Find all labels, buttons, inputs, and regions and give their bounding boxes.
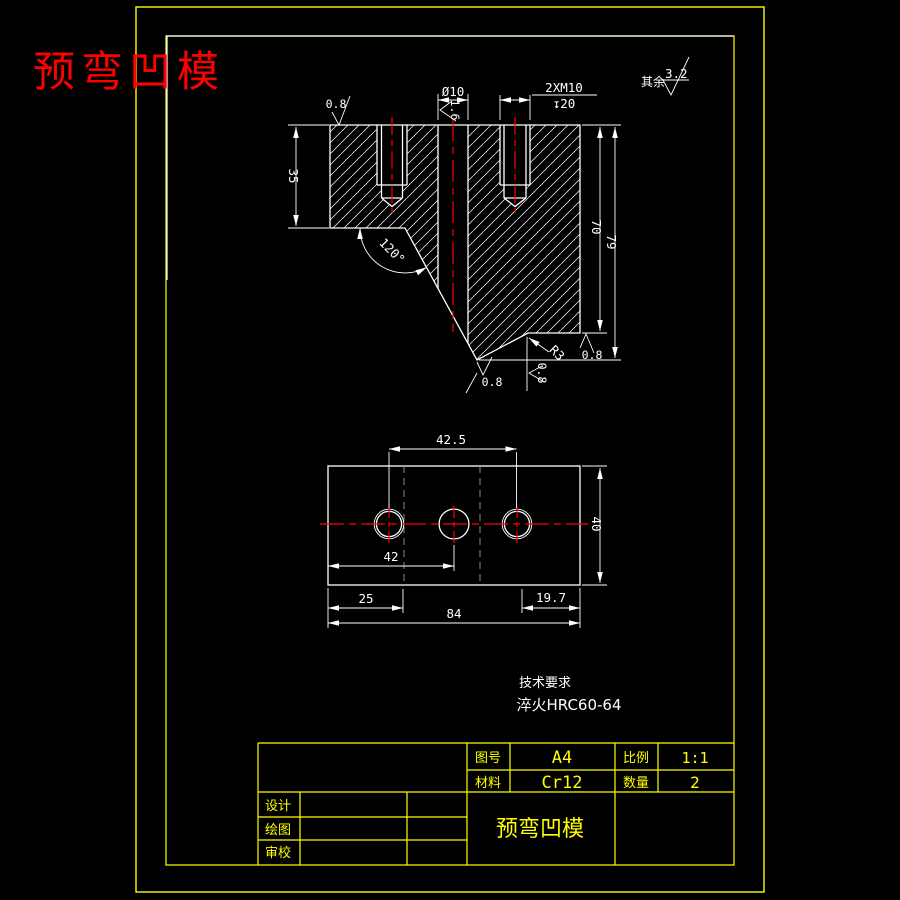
roughness-flank-icon bbox=[526, 337, 545, 391]
section-outline bbox=[329, 124, 581, 361]
roughness-tip-text: 0.8 bbox=[482, 375, 503, 389]
thread-depth-text: ↧20 bbox=[553, 96, 576, 111]
roughness-step-icon bbox=[579, 332, 595, 354]
dim-thread: 2XM10 ↧20 bbox=[499, 80, 597, 120]
label-designed: 设计 bbox=[265, 799, 291, 814]
section-hatch bbox=[330, 125, 580, 360]
tech-requirements: 技术要求 淬火HRC60-64 bbox=[516, 676, 621, 714]
thread-callout-text: 2XM10 bbox=[545, 80, 583, 95]
dim-25-197-84: 25 19.7 84 bbox=[327, 588, 581, 628]
label-drawing-no: 图号 bbox=[475, 751, 501, 766]
dim-bore: Ø10 1.6 bbox=[437, 84, 469, 122]
dim-bore-text: Ø10 bbox=[442, 84, 465, 99]
dim-40-text: 40 bbox=[589, 516, 604, 531]
dim-40: 40 bbox=[582, 465, 607, 586]
general-roughness-note: 其余 3.2 bbox=[641, 56, 690, 97]
title-block-grid bbox=[257, 742, 734, 865]
label-checked: 审校 bbox=[265, 845, 291, 861]
dim-70-text: 70 bbox=[589, 219, 604, 234]
roughness-flank: 0.8 bbox=[526, 337, 549, 391]
roughness-step: 0.8 bbox=[579, 332, 603, 362]
plan-center-lines bbox=[320, 506, 588, 543]
dim-19-7-text: 19.7 bbox=[536, 590, 566, 605]
value-scale: 1:1 bbox=[681, 749, 708, 767]
roughness-flank-text: 0.8 bbox=[535, 363, 549, 384]
roughness-top-text: 0.8 bbox=[326, 97, 347, 111]
dim-25-text: 25 bbox=[358, 591, 373, 606]
dim-84-text: 84 bbox=[446, 606, 461, 621]
inner-frame bbox=[165, 35, 735, 866]
roughness-tip-icon bbox=[465, 356, 493, 394]
value-qty: 2 bbox=[690, 773, 700, 792]
roughness-top-left: 0.8 bbox=[326, 95, 351, 127]
general-roughness-label: 其余 bbox=[641, 74, 665, 89]
outer-frame bbox=[135, 6, 765, 893]
bore-roughness-icon bbox=[439, 100, 457, 122]
label-qty: 数量 bbox=[623, 776, 649, 791]
label-scale: 比例 bbox=[623, 751, 649, 766]
label-material: 材料 bbox=[475, 776, 501, 791]
section-view: 35 Ø10 1.6 2XM10 ↧20 120° 70 79 bbox=[286, 80, 621, 394]
part-name: 预弯凹模 bbox=[496, 817, 584, 842]
label-drawn: 绘图 bbox=[265, 823, 291, 838]
dim-42-text: 42 bbox=[383, 549, 398, 564]
dim-79-text: 79 bbox=[604, 234, 619, 249]
title-block: 图号 A4 比例 1:1 材料 Cr12 数量 2 设计 绘图 审校 预弯凹模 bbox=[257, 742, 734, 865]
dim-70-79: 70 79 bbox=[479, 124, 621, 361]
roughness-v-tip: 0.8 bbox=[465, 356, 503, 394]
drawing-title-overlay: 预弯凹模 bbox=[33, 47, 225, 96]
dim-35: 35 bbox=[286, 124, 329, 229]
dim-42-5: 42.5 bbox=[388, 432, 517, 508]
general-roughness-value: 3.2 bbox=[665, 66, 688, 81]
tech-req-line1: 淬火HRC60-64 bbox=[516, 696, 621, 714]
roughness-symbol-icon bbox=[661, 56, 690, 97]
center-bore bbox=[437, 125, 469, 344]
roughness-top-icon bbox=[331, 95, 351, 127]
plan-view: 42.5 40 42 25 19.7 84 bbox=[320, 432, 607, 628]
dim-42-5-text: 42.5 bbox=[436, 432, 466, 447]
dim-35-text: 35 bbox=[286, 168, 301, 183]
tech-req-heading: 技术要求 bbox=[519, 676, 571, 691]
value-material: Cr12 bbox=[542, 773, 583, 793]
dim-angle-text: 120° bbox=[376, 235, 408, 267]
dim-42: 42 bbox=[328, 545, 455, 571]
bore-roughness-text: 1.6 bbox=[448, 100, 462, 121]
section-center-lines bbox=[391, 117, 516, 332]
plan-outline bbox=[327, 465, 581, 586]
value-drawing-no: A4 bbox=[552, 748, 572, 768]
roughness-step-text: 0.8 bbox=[582, 348, 603, 362]
